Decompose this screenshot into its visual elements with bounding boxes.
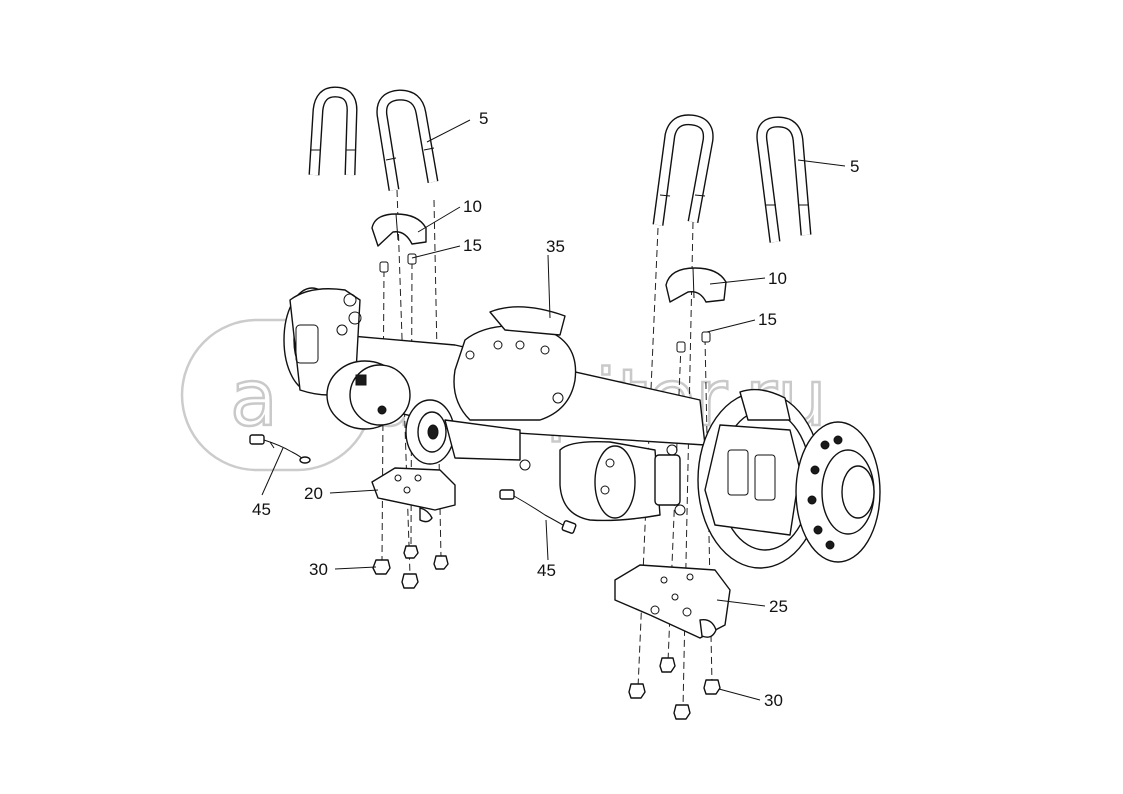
- callout-bracket-left: 20: [304, 484, 323, 503]
- u-bolt-left-pair: [308, 86, 439, 191]
- callout-u-bolt-right: 5: [850, 157, 859, 176]
- callout-labels: 5 5 10 10 15 15 35 20 25 30 30 45 45: [252, 109, 859, 710]
- axle-assembly: [283, 287, 881, 569]
- callout-saddle-left: 10: [463, 197, 482, 216]
- leader-lines: [261, 119, 846, 701]
- bracket-right: [614, 564, 731, 639]
- saddle-right: [665, 267, 727, 303]
- callout-u-bolt-left: 5: [479, 109, 488, 128]
- callout-saddle-right: 10: [768, 269, 787, 288]
- callout-bracket-right: 25: [769, 597, 788, 616]
- callout-sensor-left: 45: [252, 500, 271, 519]
- nuts: [372, 545, 721, 720]
- abs-sensor-right: [499, 489, 577, 534]
- callout-bushing-left: 15: [463, 236, 482, 255]
- callout-bushing-right: 15: [758, 310, 777, 329]
- abs-sensor-left: [249, 434, 311, 464]
- saddle-left: [371, 213, 427, 247]
- bracket-left: [371, 467, 456, 523]
- callout-nut-right: 30: [764, 691, 783, 710]
- watermark-logo-letter: a: [230, 354, 278, 444]
- callout-axle-housing: 35: [546, 237, 565, 256]
- u-bolt-right-pair: [652, 114, 812, 243]
- callout-nut-left: 30: [309, 560, 328, 579]
- callout-sensor-right: 45: [537, 561, 556, 580]
- bushings: [379, 253, 711, 353]
